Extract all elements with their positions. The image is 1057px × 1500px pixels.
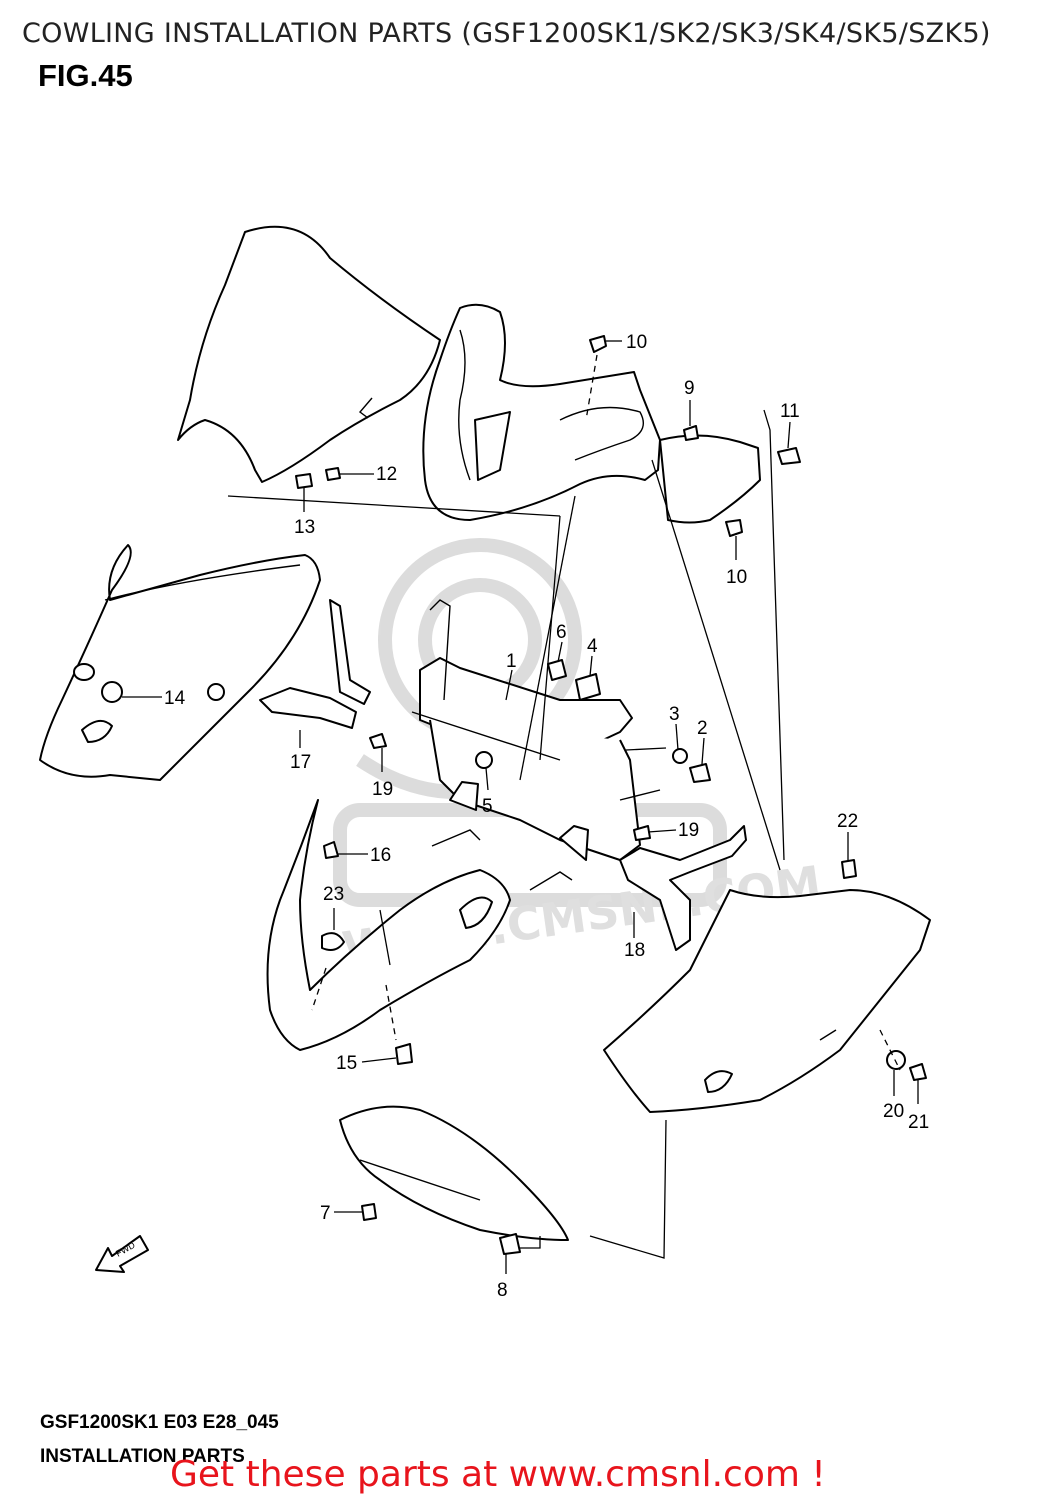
callout-19: 19 <box>372 779 393 800</box>
part-callouts: 10 9 11 10 12 13 14 17 19 1 6 4 5 3 2 19 <box>122 332 929 1301</box>
callout-14: 14 <box>164 688 186 709</box>
right-side-cowling <box>603 889 931 1113</box>
forward-direction-arrow: FWD <box>95 1235 149 1273</box>
callout-23: 23 <box>323 884 344 905</box>
callout-1: 1 <box>506 651 517 672</box>
callout-16: 16 <box>370 845 391 866</box>
assembly-lines <box>227 354 901 1259</box>
callout-11: 11 <box>780 401 800 422</box>
callout-19-right: 19 <box>678 820 699 841</box>
callout-18: 18 <box>624 940 645 961</box>
callout-22: 22 <box>837 811 858 832</box>
windscreen <box>177 225 441 483</box>
callout-7: 7 <box>320 1203 331 1224</box>
callout-21: 21 <box>908 1112 929 1133</box>
inner-upper-cowling <box>422 303 661 521</box>
callout-5: 5 <box>482 796 493 817</box>
callout-4: 4 <box>587 636 598 657</box>
callout-17: 17 <box>290 752 311 773</box>
callout-10-lower: 10 <box>726 567 747 588</box>
headlight-housing <box>266 799 511 1051</box>
callout-13: 13 <box>294 517 315 538</box>
callout-3: 3 <box>669 704 680 725</box>
lower-cowling <box>339 1105 569 1241</box>
callout-20: 20 <box>883 1101 904 1122</box>
side-bracket-17 <box>259 599 371 729</box>
page-title: COWLING INSTALLATION PARTS (GSF1200SK1/S… <box>22 18 991 49</box>
fasteners <box>101 335 927 1255</box>
left-side-cowling <box>39 544 321 781</box>
side-bracket-18 <box>619 825 747 951</box>
callout-15: 15 <box>336 1053 357 1074</box>
figure-number: FIG.45 <box>38 58 133 93</box>
callout-6: 6 <box>556 622 567 643</box>
model-code: GSF1200SK1 E03 E28_045 <box>40 1412 279 1433</box>
callout-10: 10 <box>626 332 647 353</box>
callout-12: 12 <box>376 464 397 485</box>
shop-link-banner[interactable]: Get these parts at www.cmsnl.com ! <box>170 1454 826 1495</box>
callout-9: 9 <box>684 378 695 399</box>
section-label: INSTALLATION PARTS <box>40 1446 245 1467</box>
meter-panel-cover <box>659 434 761 524</box>
callout-2: 2 <box>697 718 708 739</box>
callout-8: 8 <box>497 1280 508 1301</box>
